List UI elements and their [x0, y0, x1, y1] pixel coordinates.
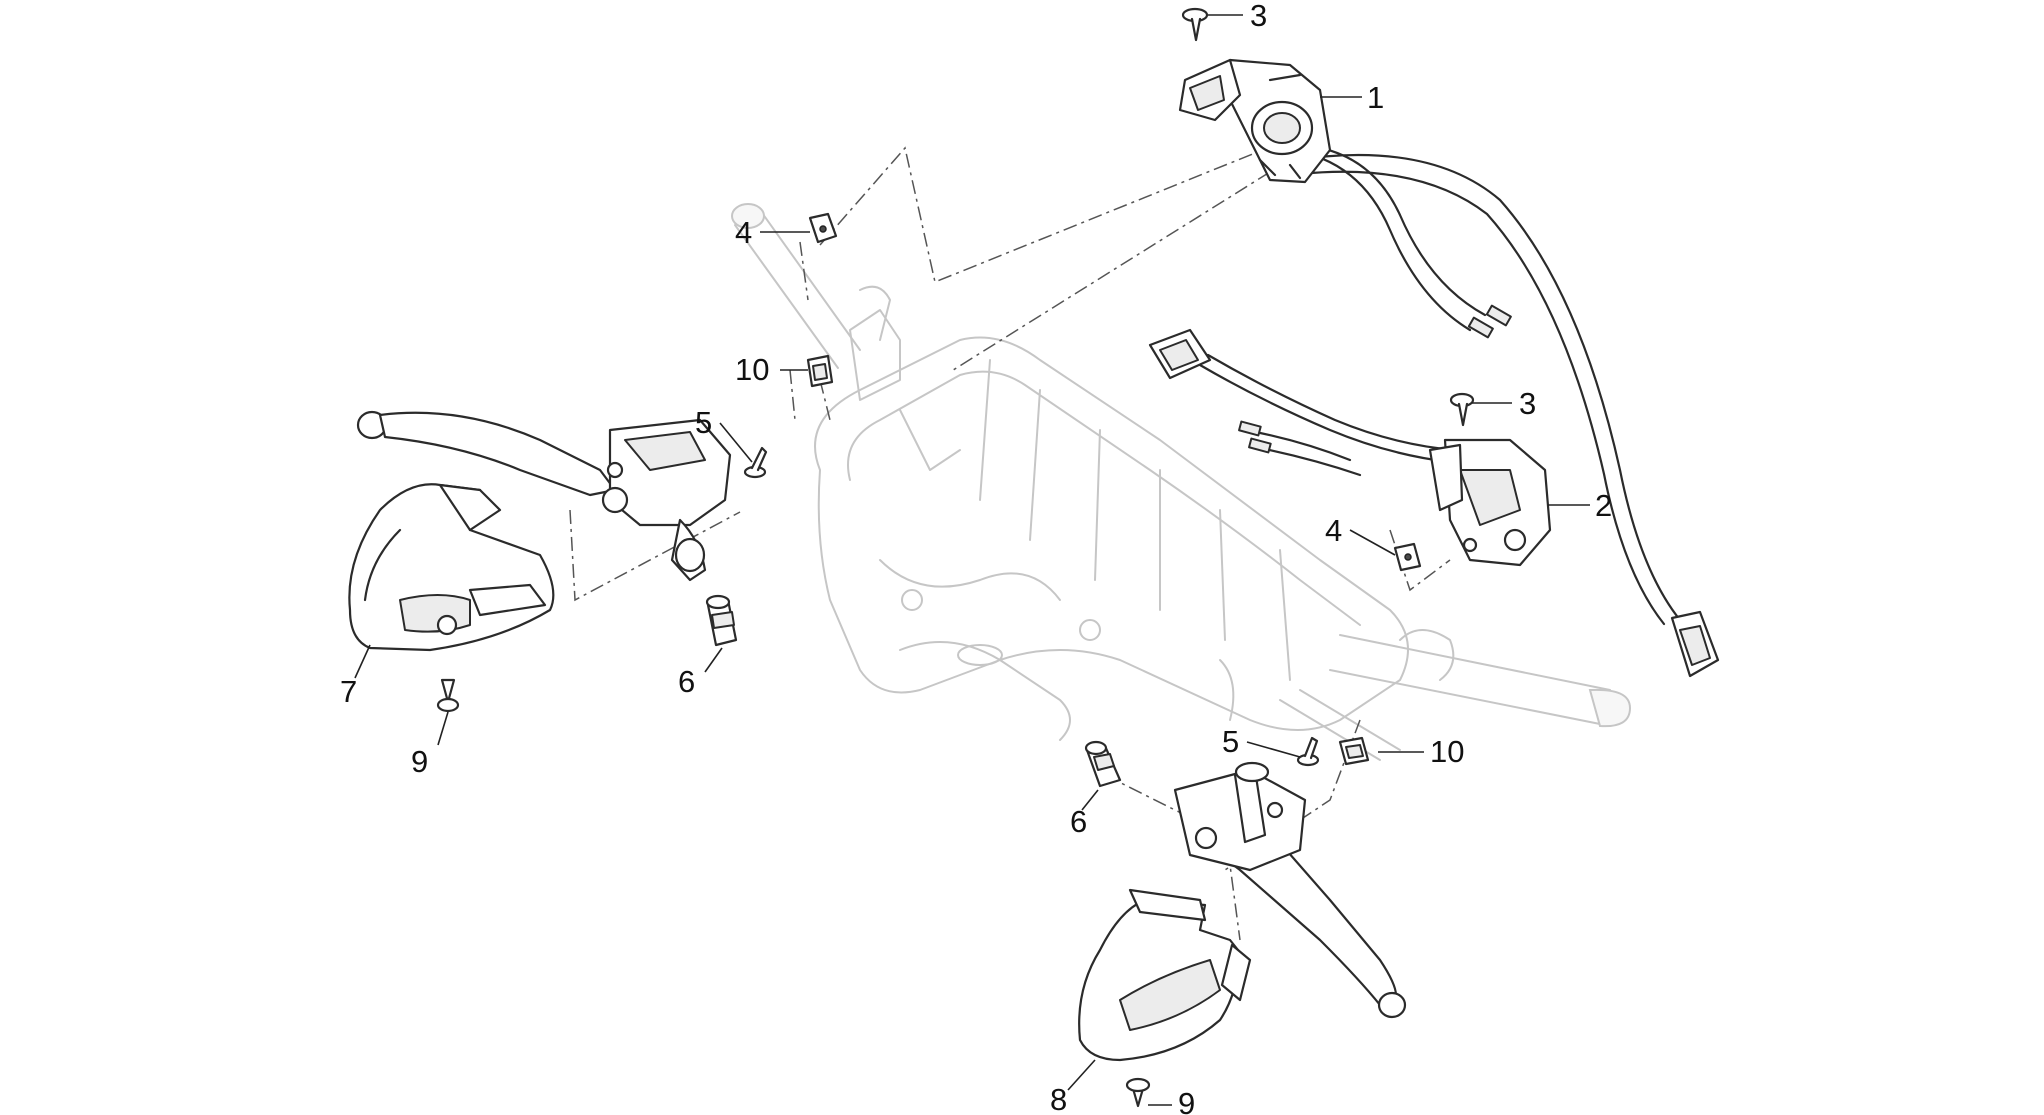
callout-4-right: 4 — [1325, 513, 1342, 548]
cable-end-connector — [1670, 610, 1720, 678]
clip-4-upper — [808, 212, 838, 244]
plunger-switch-6-left — [705, 594, 738, 647]
callout-10-left: 10 — [735, 352, 769, 387]
callout-8: 8 — [1050, 1082, 1067, 1115]
left-hand-guard-cover-7 — [348, 483, 555, 652]
callout-6-left: 6 — [678, 664, 695, 699]
screw-9-left — [436, 678, 460, 713]
callout-3-top: 3 — [1250, 0, 1267, 33]
left-brake-lever — [356, 410, 732, 582]
right-brake-lever — [1173, 761, 1407, 1019]
callout-6-right: 6 — [1070, 804, 1087, 839]
callout-labels: 3 1 3 2 4 4 10 10 5 5 6 6 7 8 9 9 — [340, 0, 1612, 1115]
callout-5-right: 5 — [1222, 724, 1239, 759]
screw-3-right — [1449, 392, 1475, 427]
clip-10-left — [806, 354, 834, 388]
callout-2: 2 — [1595, 488, 1612, 523]
callout-5-left: 5 — [695, 405, 712, 440]
clip-4-right — [1393, 542, 1422, 572]
right-switch-housing-1 — [1178, 58, 1682, 626]
callout-3-right: 3 — [1519, 386, 1536, 421]
callout-7: 7 — [340, 674, 357, 709]
callout-1: 1 — [1367, 80, 1384, 115]
callout-4-upper: 4 — [735, 215, 752, 250]
plunger-switch-6-right — [1084, 740, 1122, 788]
screw-5-right — [1296, 736, 1320, 767]
screw-3-top — [1181, 7, 1209, 42]
clip-10-right — [1338, 736, 1370, 766]
screw-5-left — [743, 446, 768, 479]
alignment-lines — [569, 144, 1451, 941]
callout-10-right: 10 — [1430, 734, 1464, 769]
screw-9-bottom — [1125, 1077, 1151, 1108]
callout-9-bottom: 9 — [1178, 1086, 1195, 1115]
leader-lines — [354, 14, 1590, 1106]
right-hand-guard-cover-8 — [1078, 888, 1252, 1062]
callout-9-left: 9 — [411, 744, 428, 779]
right-switch-housing-2 — [1148, 328, 1552, 567]
